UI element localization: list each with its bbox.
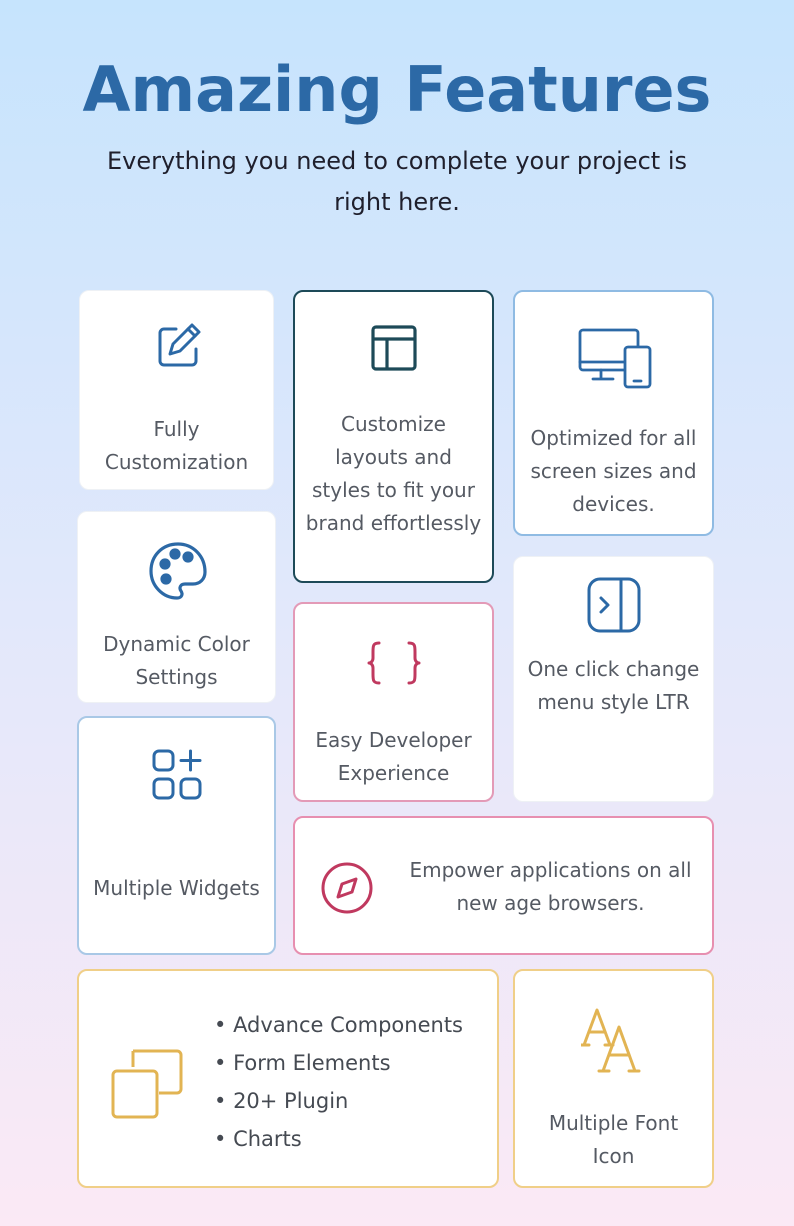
feature-card-browsers: Empower applications on all new age brow… [293, 816, 714, 955]
feature-label: Multiple Widgets [93, 876, 260, 900]
feature-label: Empower applications on all new age brow… [409, 858, 692, 915]
copy-squares-icon [111, 1047, 185, 1121]
palette-icon [147, 540, 209, 602]
feature-label: Customize layouts and styles to fit your… [305, 412, 482, 535]
code-braces-icon [367, 640, 421, 686]
list-item: 20+ Plugin [214, 1082, 463, 1120]
widgets-icon [151, 748, 203, 802]
list-item: Advance Components [214, 1006, 463, 1044]
sidebar-toggle-icon [587, 577, 641, 633]
font-icon [581, 1007, 649, 1077]
feature-label: Easy Developer Experience [315, 728, 472, 785]
feature-card-colors: Dynamic Color Settings [77, 511, 276, 703]
list-item: Charts [214, 1120, 463, 1158]
page-subtitle: Everything you need to complete your pro… [106, 147, 688, 216]
layout-icon [370, 324, 418, 372]
feature-card-layouts: Customize layouts and styles to fit your… [293, 290, 494, 583]
feature-label: One click change menu style LTR [527, 657, 700, 714]
feature-card-customization: Fully Customization [79, 290, 274, 490]
feature-card-fonts: Multiple Font Icon [513, 969, 714, 1188]
edit-icon [154, 321, 204, 371]
page-title: Amazing Features [82, 53, 712, 126]
feature-card-developer: Easy Developer Experience [293, 602, 494, 802]
feature-card-components: Advance Components Form Elements 20+ Plu… [77, 969, 499, 1188]
feature-card-menu-style: One click change menu style LTR [513, 556, 714, 802]
feature-label: Fully Customization [104, 417, 249, 474]
compass-icon [319, 860, 375, 916]
feature-card-responsive: Optimized for all screen sizes and devic… [513, 290, 714, 536]
feature-label: Optimized for all screen sizes and devic… [530, 426, 697, 516]
component-list: Advance Components Form Elements 20+ Plu… [214, 1006, 463, 1158]
feature-label: Dynamic Color Settings [103, 632, 250, 689]
devices-icon [577, 327, 653, 389]
list-item: Form Elements [214, 1044, 463, 1082]
feature-label: Multiple Font Icon [548, 1111, 679, 1168]
feature-card-widgets: Multiple Widgets [77, 716, 276, 955]
